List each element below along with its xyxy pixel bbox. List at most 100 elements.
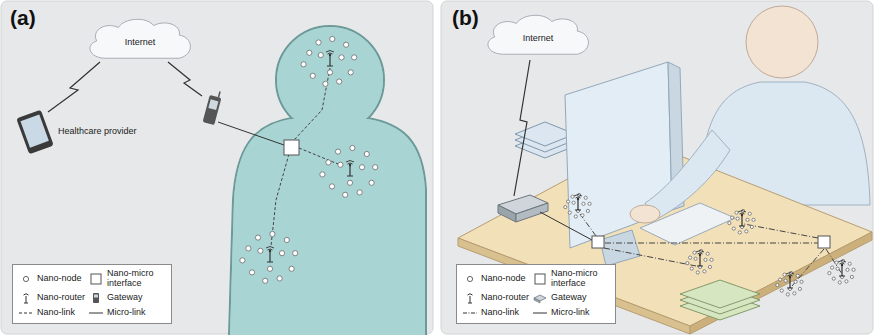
nano-router: [266, 247, 274, 263]
nano-router: [839, 264, 845, 276]
legend-text: Micro-link: [551, 308, 609, 318]
nano-node: [738, 231, 741, 234]
nano-link: [299, 148, 338, 164]
nano-node: [255, 235, 260, 240]
nano-node: [279, 251, 284, 256]
gateway-device: [516, 203, 548, 222]
nano-node: [728, 222, 731, 225]
device-label: Healthcare provider: [58, 126, 137, 136]
nano-router: [789, 276, 791, 278]
nano-node: [572, 201, 575, 204]
nano-node: [689, 256, 692, 259]
nano-node: [852, 268, 855, 271]
nano-router: [575, 198, 581, 210]
nano-node: [301, 62, 306, 67]
nano-node: [564, 206, 567, 209]
board-stack: [680, 280, 760, 320]
gateway-device: [498, 205, 516, 222]
nano-router: [838, 261, 846, 265]
legend-symbol: [19, 312, 33, 313]
body-silhouette: [229, 118, 426, 335]
legend-text: Nano-node: [37, 274, 85, 284]
nano-router: [327, 54, 333, 66]
legend-symbol: [535, 274, 545, 284]
nano-node: [344, 42, 349, 47]
body-silhouette: [230, 119, 425, 335]
nano-node: [568, 211, 571, 214]
legend-symbol: [89, 312, 103, 313]
nano-node: [798, 287, 801, 290]
nano-node: [240, 258, 245, 263]
nano-node: [258, 248, 263, 253]
wireless-link: [168, 62, 202, 96]
nano-node: [745, 230, 748, 233]
nano-node: [364, 151, 369, 156]
nano-node: [752, 218, 755, 221]
wireless-link: [48, 62, 100, 112]
nano-node: [832, 277, 835, 280]
nano-router: [577, 198, 579, 200]
legend-text: Nano-micro interface: [107, 269, 165, 289]
board-stack: [680, 280, 760, 308]
nano-node: [326, 160, 331, 165]
nano-node: [779, 278, 782, 281]
nano-router: [787, 276, 793, 288]
cloud-shape: [90, 19, 190, 58]
legend-box: Nano-nodeNano-micro interfaceNano-router…: [456, 264, 616, 324]
nano-node: [307, 50, 312, 55]
internet-cloud: Internet: [479, 12, 597, 60]
panel-letter: (a): [10, 6, 36, 30]
body-silhouette: [277, 27, 383, 133]
legend-text: Nano-link: [481, 308, 529, 318]
nano-node: [831, 266, 834, 269]
nano-node: [796, 274, 799, 277]
nano-node: [337, 79, 342, 84]
nano-node: [850, 275, 853, 278]
nano-node: [783, 273, 786, 276]
nano-router: [346, 161, 354, 165]
legend-symbol: [533, 307, 547, 319]
nano-node: [357, 190, 362, 195]
person-arm: [645, 130, 730, 220]
legend-text: Micro-link: [107, 308, 165, 318]
legend-symbol: [467, 276, 472, 281]
legend-text: Nano-micro interface: [551, 269, 609, 289]
gateway-phone: [203, 95, 222, 125]
legend-symbol: [533, 312, 547, 313]
nano-node: [828, 272, 831, 275]
nano-node: [310, 73, 315, 78]
nano-node: [584, 196, 587, 199]
cloud-label: Internet: [523, 33, 554, 43]
legend-text: Gateway: [551, 293, 609, 303]
legend-symbol: [93, 293, 99, 303]
legend-symbol: [91, 274, 101, 284]
gateway-phone: [208, 99, 218, 110]
micro-link: [540, 212, 592, 240]
nano-node: [846, 268, 849, 271]
nano-link: [604, 248, 696, 266]
nano-node: [835, 261, 838, 264]
nano-node: [343, 192, 348, 197]
wireless-link: [514, 60, 530, 196]
nano-node: [784, 279, 787, 282]
nano-node: [690, 267, 693, 270]
legend-symbol: [534, 298, 540, 303]
nano-node: [793, 292, 796, 295]
nano-router: [738, 211, 746, 227]
nano-router: [326, 51, 334, 55]
nano-router: [574, 195, 582, 199]
nano-node: [732, 227, 735, 230]
nano-router: [349, 164, 351, 166]
legend-symbol: [463, 292, 477, 304]
nano-node: [686, 262, 689, 265]
cloud-shape: [488, 15, 588, 54]
nano-node: [586, 209, 589, 212]
nano-router: [266, 247, 274, 251]
nano-node: [373, 165, 378, 170]
nano-node: [263, 278, 268, 283]
nano-micro-interface: [592, 236, 604, 248]
nano-node: [567, 200, 570, 203]
legend-symbol: [463, 312, 477, 313]
nano-node: [800, 280, 803, 283]
legend-text: Nano-node: [481, 274, 529, 284]
